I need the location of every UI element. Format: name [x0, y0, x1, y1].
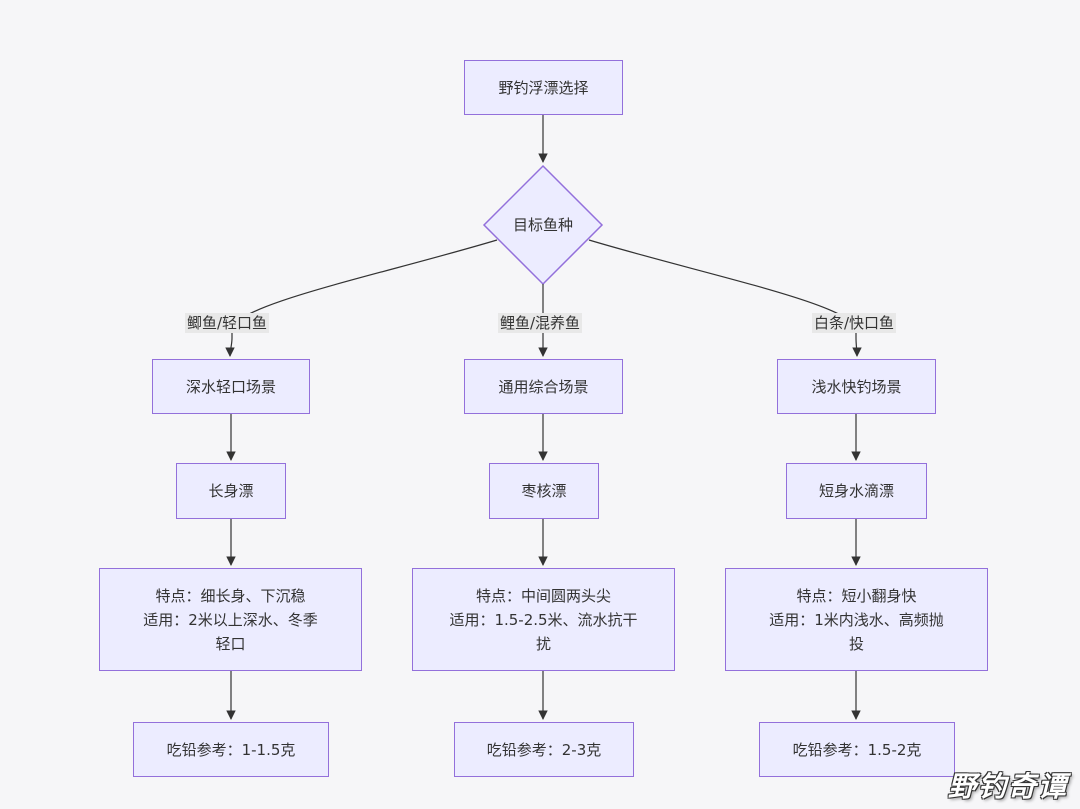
lead-node-middle: 吃铅参考：2-3克: [454, 722, 634, 777]
feature-line: 适用：1米内浅水、高频抛: [769, 610, 944, 629]
features-node-right: 特点：短小翻身快 适用：1米内浅水、高频抛 投: [725, 568, 988, 671]
lead-label: 吃铅参考：1.5-2克: [792, 740, 922, 759]
lead-node-right: 吃铅参考：1.5-2克: [759, 722, 955, 777]
scene-node-left: 深水轻口场景: [152, 359, 310, 414]
lead-node-left: 吃铅参考：1-1.5克: [133, 722, 329, 777]
lead-label: 吃铅参考：1-1.5克: [166, 740, 296, 759]
edge-label-right: 白条/快口鱼: [812, 313, 897, 333]
root-label: 野钓浮漂选择: [498, 78, 589, 97]
scene-node-middle: 通用综合场景: [464, 359, 623, 414]
float-node-left: 长身漂: [176, 463, 286, 519]
float-node-right: 短身水滴漂: [786, 463, 927, 519]
lead-label: 吃铅参考：2-3克: [486, 740, 602, 759]
edge-label-middle: 鲤鱼/混养鱼: [498, 313, 583, 333]
float-label: 短身水滴漂: [818, 482, 894, 500]
root-node: 野钓浮漂选择: [464, 60, 623, 115]
feature-line: 扰: [535, 634, 551, 653]
scene-label: 浅水快钓场景: [811, 377, 902, 396]
feature-line: 适用：2米以上深水、冬季: [143, 610, 318, 629]
decision-label: 目标鱼种: [512, 216, 573, 234]
float-node-middle: 枣核漂: [489, 463, 599, 519]
features-node-left: 特点：细长身、下沉稳 适用：2米以上深水、冬季 轻口: [99, 568, 362, 671]
edge-label-left: 鲫鱼/轻口鱼: [185, 313, 270, 333]
feature-line: 特点：细长身、下沉稳: [155, 586, 306, 605]
features-node-middle: 特点：中间圆两头尖 适用：1.5-2.5米、流水抗干 扰: [412, 568, 675, 671]
float-label: 长身漂: [208, 482, 254, 500]
edge-decision-to-left: [225, 239, 498, 357]
feature-line: 投: [848, 634, 864, 653]
feature-line: 适用：1.5-2.5米、流水抗干: [449, 610, 638, 629]
feature-line: 特点：中间圆两头尖: [475, 586, 611, 605]
scene-node-right: 浅水快钓场景: [777, 359, 936, 414]
float-label: 枣核漂: [521, 482, 567, 500]
scene-label: 深水轻口场景: [185, 377, 276, 396]
feature-line: 轻口: [215, 634, 246, 653]
watermark: 野钓奇谭: [947, 770, 1068, 803]
scene-label: 通用综合场景: [498, 377, 589, 396]
feature-line: 特点：短小翻身快: [796, 586, 917, 605]
edge-decision-to-right: [588, 239, 862, 357]
